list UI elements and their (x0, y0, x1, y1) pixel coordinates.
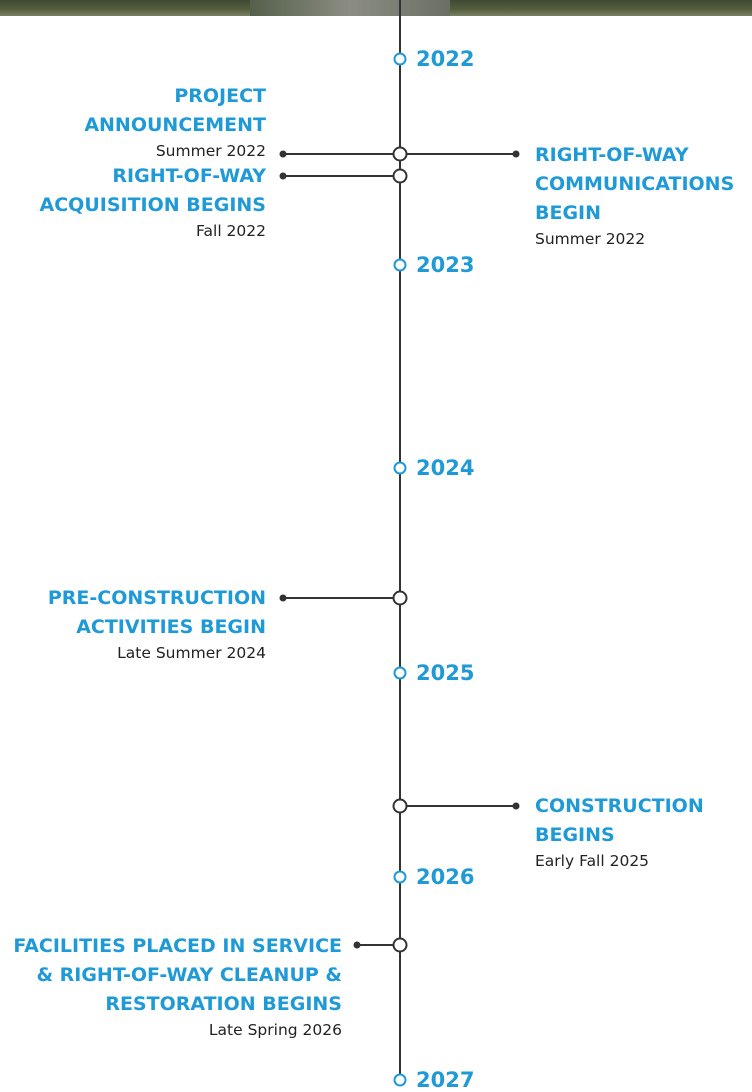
event-marker-summer-2022 (392, 146, 408, 162)
year-marker-2022 (393, 52, 407, 66)
event-title-line: ACTIVITIES BEGIN (76, 616, 266, 638)
event-marker-early-fall-2025 (392, 798, 408, 814)
event-title-line: BEGINS (535, 824, 615, 846)
event-date: Late Summer 2024 (117, 644, 266, 662)
endpoint-dot-construction (512, 802, 520, 810)
event-title: FACILITIES PLACED IN SERVICE & RIGHT-OF-… (13, 932, 342, 1019)
event-title: RIGHT-OF-WAY COMMUNICATIONS BEGIN (535, 141, 734, 228)
event-marker-late-spring-2026 (392, 937, 408, 953)
event-row-acquisition: RIGHT-OF-WAY ACQUISITION BEGINS Fall 202… (40, 162, 266, 242)
event-title-line: PROJECT (174, 85, 266, 107)
event-date: Fall 2022 (196, 222, 266, 240)
year-label-2026: 2026 (416, 865, 475, 889)
year-label-2027: 2027 (416, 1068, 475, 1092)
year-label-2024: 2024 (416, 456, 475, 480)
endpoint-dot-pre-construction (279, 594, 287, 602)
event-date: Early Fall 2025 (535, 852, 650, 870)
event-title-line: PRE-CONSTRUCTION (47, 587, 266, 609)
event-title-line: & RIGHT-OF-WAY CLEANUP & (36, 964, 342, 986)
event-title-line: BEGIN (535, 202, 602, 224)
event-project-announcement: PROJECT ANNOUNCEMENT Summer 2022 (84, 82, 266, 162)
event-date: Late Spring 2026 (208, 1021, 342, 1039)
event-title: CONSTRUCTION BEGINS (535, 792, 704, 850)
endpoint-dot-row-communications (512, 150, 520, 158)
year-marker-2024 (393, 461, 407, 475)
year-marker-2023 (393, 258, 407, 272)
year-label-2025: 2025 (416, 661, 475, 685)
event-title-line: ACQUISITION BEGINS (39, 194, 266, 216)
event-title-line: RIGHT-OF-WAY (535, 144, 689, 166)
event-date: Summer 2022 (535, 230, 646, 248)
event-title-line: ANNOUNCEMENT (84, 114, 266, 136)
event-title: PROJECT ANNOUNCEMENT (84, 82, 266, 140)
event-title-line: CONSTRUCTION (535, 795, 704, 817)
event-marker-late-summer-2024 (392, 590, 408, 606)
event-title-line: RESTORATION BEGINS (105, 993, 342, 1015)
endpoint-dot-facilities (353, 941, 361, 949)
year-marker-2027 (393, 1073, 407, 1087)
event-title: RIGHT-OF-WAY ACQUISITION BEGINS (40, 162, 266, 220)
event-date: Summer 2022 (155, 142, 266, 160)
event-pre-construction: PRE-CONSTRUCTION ACTIVITIES BEGIN Late S… (48, 584, 266, 664)
event-title-line: COMMUNICATIONS (535, 173, 735, 195)
endpoint-dot-project-announcement (279, 150, 287, 158)
event-marker-fall-2022 (392, 168, 408, 184)
endpoint-dot-row-acquisition (279, 172, 287, 180)
event-facilities-in-service: FACILITIES PLACED IN SERVICE & RIGHT-OF-… (13, 932, 342, 1041)
year-label-2022: 2022 (416, 47, 475, 71)
event-row-communications: RIGHT-OF-WAY COMMUNICATIONS BEGIN Summer… (535, 141, 734, 250)
year-label-2023: 2023 (416, 253, 475, 277)
year-marker-2025 (393, 666, 407, 680)
event-construction: CONSTRUCTION BEGINS Early Fall 2025 (535, 792, 704, 872)
year-marker-2026 (393, 870, 407, 884)
event-title: PRE-CONSTRUCTION ACTIVITIES BEGIN (48, 584, 266, 642)
event-title-line: FACILITIES PLACED IN SERVICE (13, 935, 342, 957)
event-title-line: RIGHT-OF-WAY (112, 165, 266, 187)
